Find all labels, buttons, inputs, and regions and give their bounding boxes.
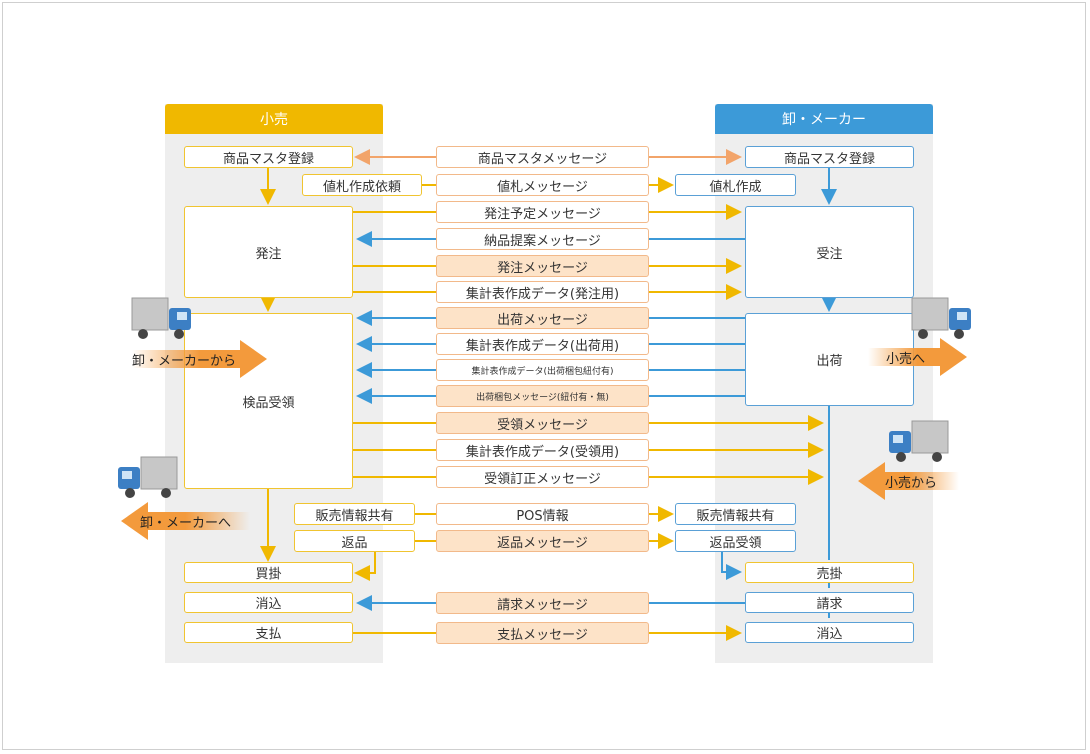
message-9: 出荷梱包メッセージ(紐付有・無) (436, 385, 649, 407)
arrow-left-icon (858, 462, 959, 500)
retail-header: 小売 (165, 104, 383, 134)
message-0: 商品マスタメッセージ (436, 146, 649, 168)
maker-sales-share: 販売情報共有 (675, 503, 796, 525)
truck-icon (889, 420, 949, 462)
arrow-right-icon (132, 340, 267, 378)
maker-invoice: 請求 (745, 592, 914, 613)
retail-order: 発注 (184, 206, 353, 298)
label-from-retail-right: 小売から (885, 476, 938, 491)
truck-icon (911, 297, 971, 339)
arrow-left-icon (121, 502, 250, 540)
label-to-maker-left: 卸・メーカーへ (140, 516, 232, 531)
message-12: 受領訂正メッセージ (436, 466, 649, 488)
message-5: 集計表作成データ(発注用) (436, 281, 649, 303)
label-from-maker-left: 卸・メーカーから (132, 354, 237, 369)
retail-inspect-receive: 検品受領 (184, 313, 353, 489)
truck-icon (118, 456, 178, 498)
message-14: 返品メッセージ (436, 530, 649, 552)
maker-receive-order: 受注 (745, 206, 914, 298)
maker-tag-make: 値札作成 (675, 174, 796, 196)
retail-master-registration: 商品マスタ登録 (184, 146, 353, 168)
retail-payment: 支払 (184, 622, 353, 643)
maker-clear: 消込 (745, 622, 914, 643)
arrow-right-icon (868, 338, 967, 376)
message-13: POS情報 (436, 503, 649, 525)
message-4: 発注メッセージ (436, 255, 649, 277)
message-11: 集計表作成データ(受領用) (436, 439, 649, 461)
message-15: 請求メッセージ (436, 592, 649, 614)
message-6: 出荷メッセージ (436, 307, 649, 329)
retail-purchase-payable: 買掛 (184, 562, 353, 583)
message-2: 発注予定メッセージ (436, 201, 649, 223)
message-10: 受領メッセージ (436, 412, 649, 434)
retail-clear: 消込 (184, 592, 353, 613)
truck-icon (131, 297, 191, 339)
retail-tag-request: 値札作成依頼 (302, 174, 422, 196)
retail-sales-share: 販売情報共有 (294, 503, 415, 525)
label-to-retail-right: 小売へ (886, 352, 926, 367)
maker-master-registration: 商品マスタ登録 (745, 146, 914, 168)
message-3: 納品提案メッセージ (436, 228, 649, 250)
message-1: 値札メッセージ (436, 174, 649, 196)
message-8: 集計表作成データ(出荷梱包紐付有) (436, 359, 649, 381)
maker-receivable: 売掛 (745, 562, 914, 583)
maker-header: 卸・メーカー (715, 104, 933, 134)
retail-return: 返品 (294, 530, 415, 552)
message-16: 支払メッセージ (436, 622, 649, 644)
maker-return-receive: 返品受領 (675, 530, 796, 552)
message-7: 集計表作成データ(出荷用) (436, 333, 649, 355)
